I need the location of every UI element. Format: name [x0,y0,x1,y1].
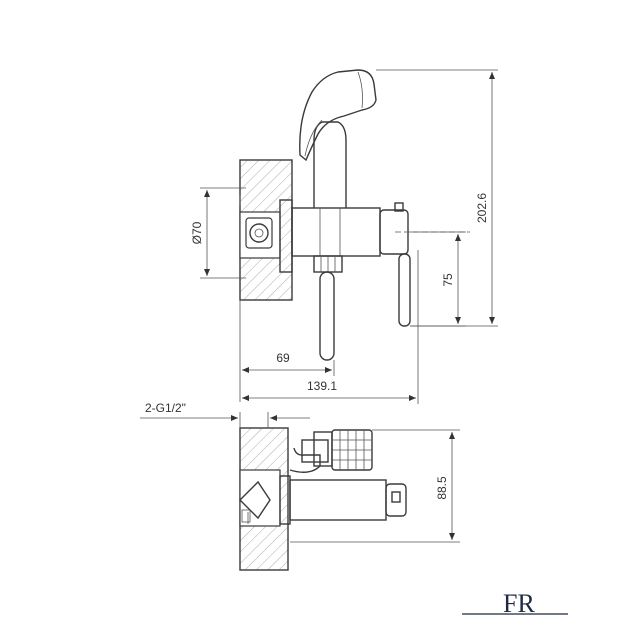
dim-bottom-height-label: 88.5 [435,476,449,500]
hose-holder-bottom [289,429,373,473]
hand-shower [299,69,377,208]
dim-total-height-label: 202.6 [475,193,489,223]
dim-thread [140,412,310,428]
dim-diameter-label: Ø70 [190,221,204,244]
mixer-body-bottom [289,479,407,521]
dim-diameter [200,187,246,279]
lever-handle [398,253,411,327]
brand-logo-text: FR [503,589,535,618]
hose-connector [313,255,343,361]
wall-section-bottom [239,427,289,571]
bottom-view: 2-G1/2" 88.5 [140,401,460,571]
dim-bottom-height [290,429,460,543]
dim-thread-label: 2-G1/2" [145,401,186,415]
dim-lever-height [410,231,466,327]
wall-section-top [239,159,293,301]
dim-wall-depth-label: 69 [276,351,290,365]
dim-lever-height-label: 75 [441,273,455,287]
mixer-body [291,202,470,257]
dim-wall-depth [239,300,335,402]
dim-total-depth [242,250,419,404]
dim-total-depth-label: 139.1 [307,379,337,393]
front-view: Ø70 202.6 75 69 139.1 [190,69,498,404]
brand-logo: FR [462,589,568,618]
